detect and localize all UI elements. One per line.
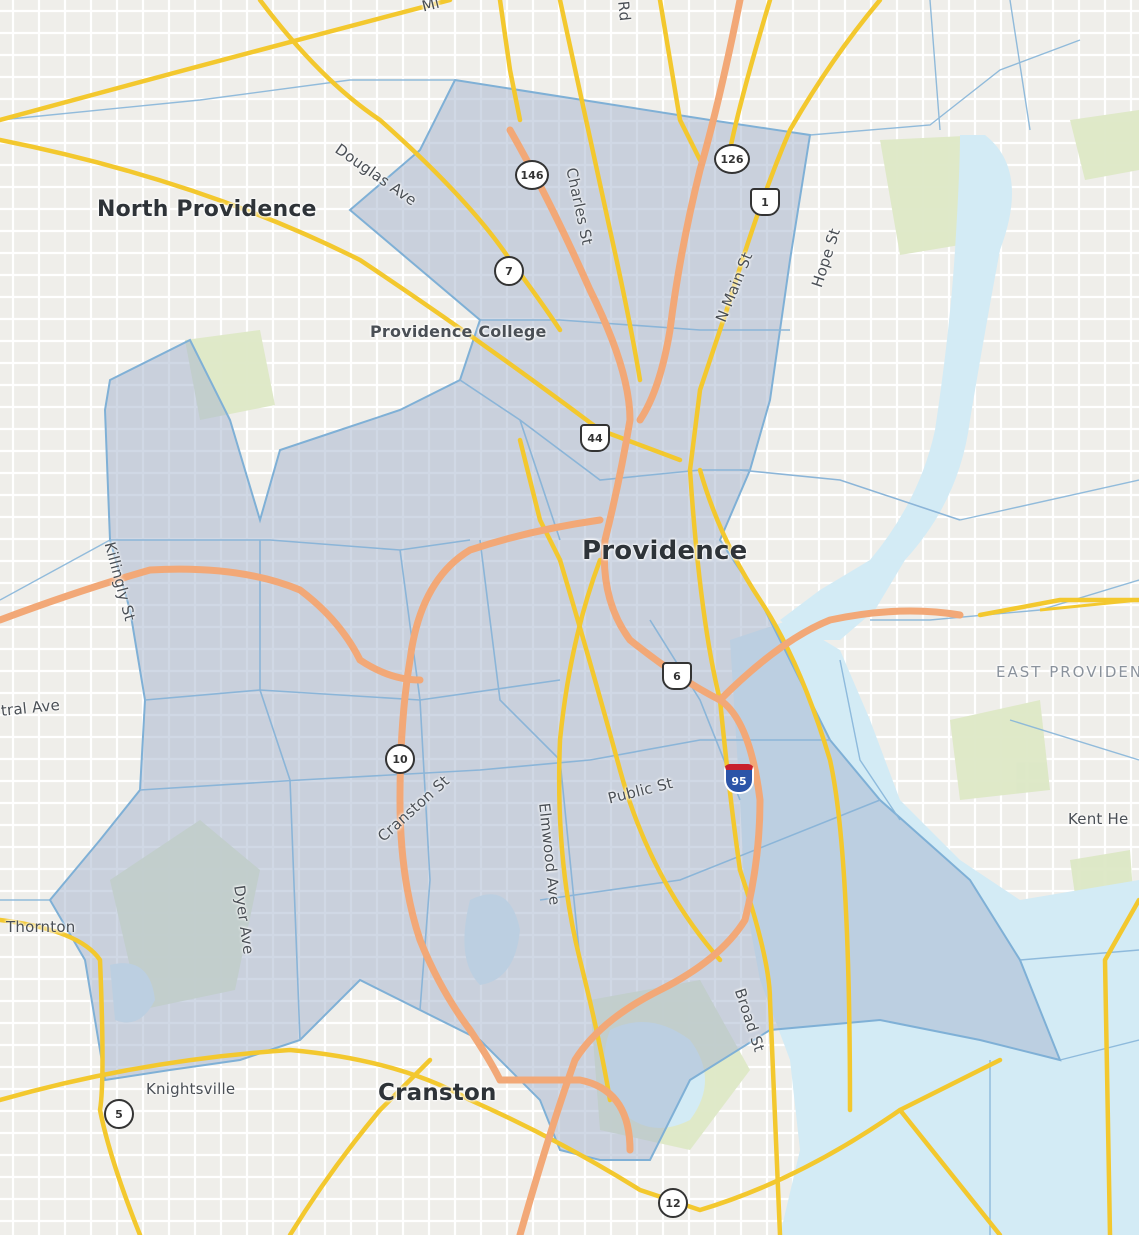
- route-7-shield[interactable]: 7: [494, 256, 524, 286]
- seekonk-river: [780, 135, 1012, 640]
- highways: [0, 0, 964, 1235]
- route-146-shield[interactable]: 146: [515, 160, 549, 190]
- city-label-east-providence: EAST PROVIDENCE: [996, 663, 1139, 681]
- route-126-shield[interactable]: 126: [714, 144, 750, 174]
- city-label-providence: Providence: [582, 536, 748, 566]
- route-5-shield[interactable]: 5: [104, 1099, 134, 1129]
- city-label-north-providence: North Providence: [97, 197, 317, 222]
- providence-district-overlay: [48, 78, 1062, 1161]
- us-1-shield[interactable]: 1: [750, 188, 780, 216]
- east-shore-line: [1039, 598, 1139, 612]
- place-label-thornton: Thornton: [6, 918, 76, 936]
- route-12-shield[interactable]: 12: [658, 1188, 688, 1218]
- place-label-kent-heights: Kent He: [1068, 810, 1129, 828]
- city-label-cranston: Cranston: [378, 1080, 497, 1106]
- street-label-road-top: Rd: [614, 0, 635, 23]
- route-10-shield[interactable]: 10: [385, 744, 415, 774]
- place-label-providence-college: Providence College: [370, 322, 547, 341]
- us-6-shield[interactable]: 6: [662, 662, 692, 690]
- interstate-95-shield[interactable]: 95: [724, 764, 754, 794]
- us-44-shield[interactable]: 44: [580, 424, 610, 452]
- place-label-knightsville: Knightsville: [146, 1080, 236, 1098]
- park-ne: [1070, 110, 1139, 180]
